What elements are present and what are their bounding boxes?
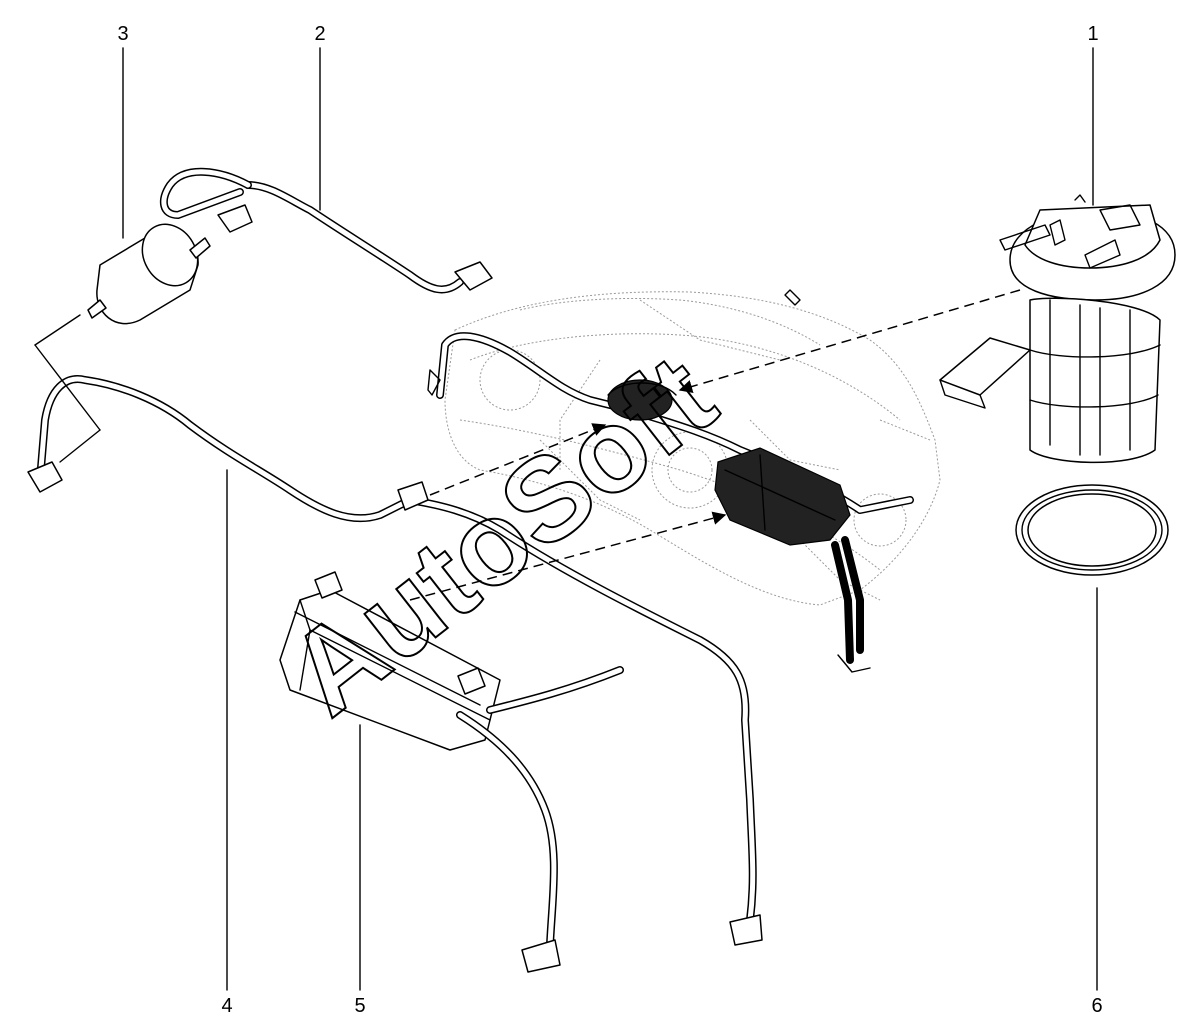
watermark-text: AutoSoft bbox=[265, 330, 739, 741]
seal-ring bbox=[1015, 484, 1169, 576]
dashed-arrows bbox=[409, 289, 1021, 601]
callout-2: 2 bbox=[314, 23, 325, 45]
charcoal-canister bbox=[279, 571, 624, 973]
callout-labels: 1 2 3 4 5 6 bbox=[117, 23, 1102, 1017]
fuel-line-2 bbox=[159, 167, 493, 294]
callout-6: 6 bbox=[1091, 995, 1102, 1017]
fuel-filter bbox=[87, 223, 211, 325]
fuel-line-4 bbox=[27, 314, 763, 946]
callout-5: 5 bbox=[354, 995, 365, 1017]
callout-4: 4 bbox=[221, 995, 232, 1017]
callout-1: 1 bbox=[1087, 23, 1098, 45]
callout-3: 3 bbox=[117, 23, 128, 45]
vehicle-fuel-lines bbox=[427, 289, 914, 673]
fuel-pump-module bbox=[939, 194, 1176, 464]
leader-lines bbox=[122, 47, 1098, 991]
